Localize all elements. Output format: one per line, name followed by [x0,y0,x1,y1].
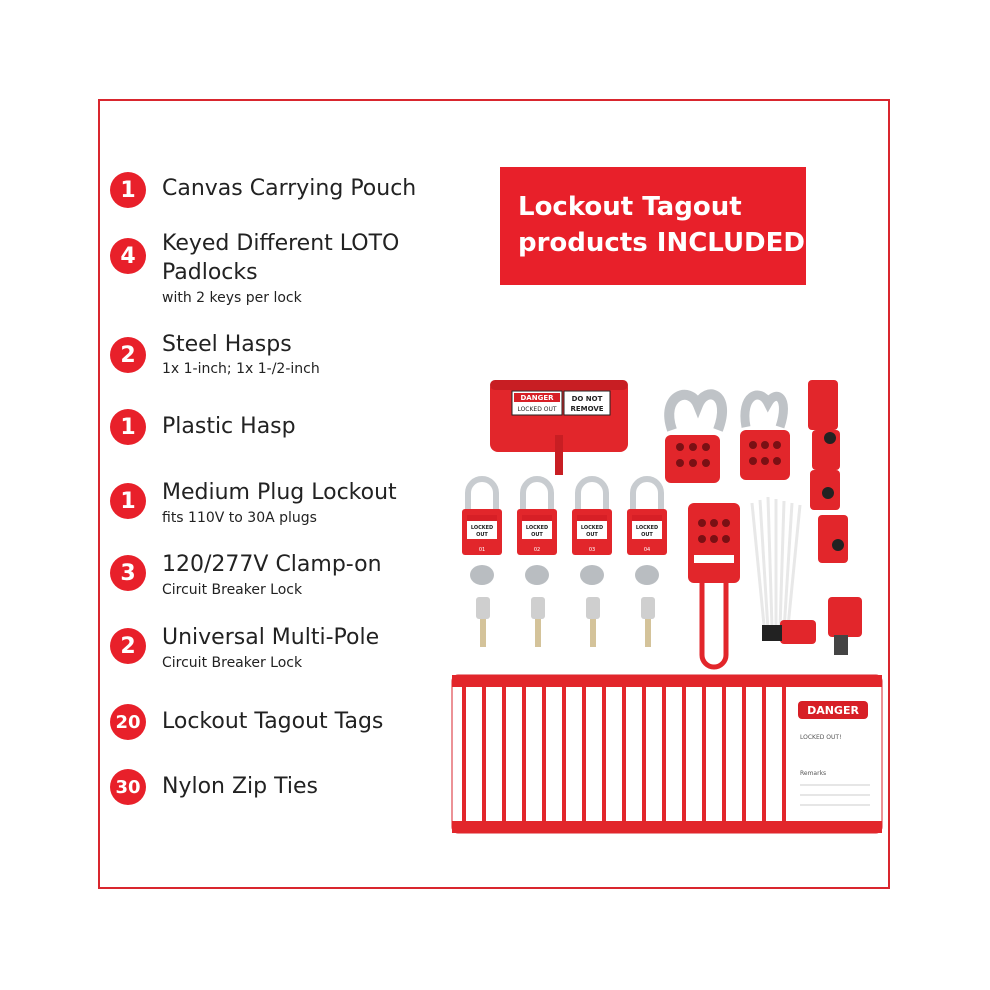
count-badge: 1 [110,172,146,208]
padlock-label: LOCKED [526,525,548,531]
plug-lockout-lockedout: LOCKED OUT [517,406,556,413]
padlock-label: LOCKED [471,525,493,531]
item-subtitle: Circuit Breaker Lock [162,582,303,598]
plug-lockout-remove: REMOVE [570,405,603,413]
count-badge: 4 [110,238,146,274]
count-badge: 20 [110,704,146,740]
item-title: Steel Hasps [162,332,292,357]
count-badge: 1 [110,483,146,519]
item-subtitle: fits 110V to 30A plugs [162,510,317,526]
count-badge: 2 [110,337,146,373]
banner-line-2: products INCLUDED [518,228,805,258]
padlocks: LOCKED OUT 01 LOCKED OUT 02 LOCKED OUT [462,476,667,647]
count-badge: 1 [110,409,146,445]
item-subtitle: Circuit Breaker Lock [162,655,303,671]
item-title: Medium Plug Lockout [162,480,397,505]
plug-lockout: DANGER LOCKED OUT DO NOT REMOVE [490,380,628,475]
padlock-number: 01 [479,547,485,553]
padlock-label: OUT [476,532,488,538]
item-title: Universal Multi-Pole [162,625,380,650]
lockout-tags: DANGER LOCKED OUT! Remarks [451,674,883,834]
multi-pole-breaker-lock [762,620,816,644]
padlock-number: 03 [589,547,595,553]
products-illustration: DANGER LOCKED OUT DO NOT REMOVE [451,380,883,834]
item-title-line2: Padlocks [162,260,258,285]
count-badge: 3 [110,555,146,591]
padlock-label: OUT [531,532,543,538]
item-subtitle: with 2 keys per lock [162,290,302,306]
steel-hasp-small [740,390,790,480]
content-frame [98,99,890,889]
padlock-label: LOCKED [636,525,658,531]
plug-lockout-donot: DO NOT [572,395,603,403]
zip-ties [750,496,802,632]
plug-lockout-danger: DANGER [520,394,554,402]
circuit-breaker-locks [808,380,862,655]
tag-locked-out: LOCKED OUT! [800,734,841,741]
count-badge: 2 [110,628,146,664]
item-title: Nylon Zip Ties [162,774,318,799]
item-subtitle: 1x 1-inch; 1x 1-/2-inch [162,361,320,377]
padlock-label: OUT [586,532,598,538]
padlock-number: 04 [644,547,650,553]
padlock-label: LOCKED [581,525,603,531]
steel-hasp-large [664,389,728,483]
item-title: Canvas Carrying Pouch [162,176,417,201]
item-title: 120/277V Clamp-on [162,552,382,577]
item-title: Lockout Tagout Tags [162,709,384,734]
padlock-label: OUT [641,532,653,538]
included-banner: Lockout Tagout products INCLUDED [500,167,806,285]
tag-remarks: Remarks [800,770,826,777]
plastic-hasp [688,503,740,670]
count-badge: 30 [110,769,146,805]
item-title: Keyed Different LOTO [162,231,400,256]
item-title: Plastic Hasp [162,414,296,439]
tag-danger-header: DANGER [807,704,859,717]
banner-line-1: Lockout Tagout [518,192,742,222]
padlock-number: 02 [534,547,540,553]
